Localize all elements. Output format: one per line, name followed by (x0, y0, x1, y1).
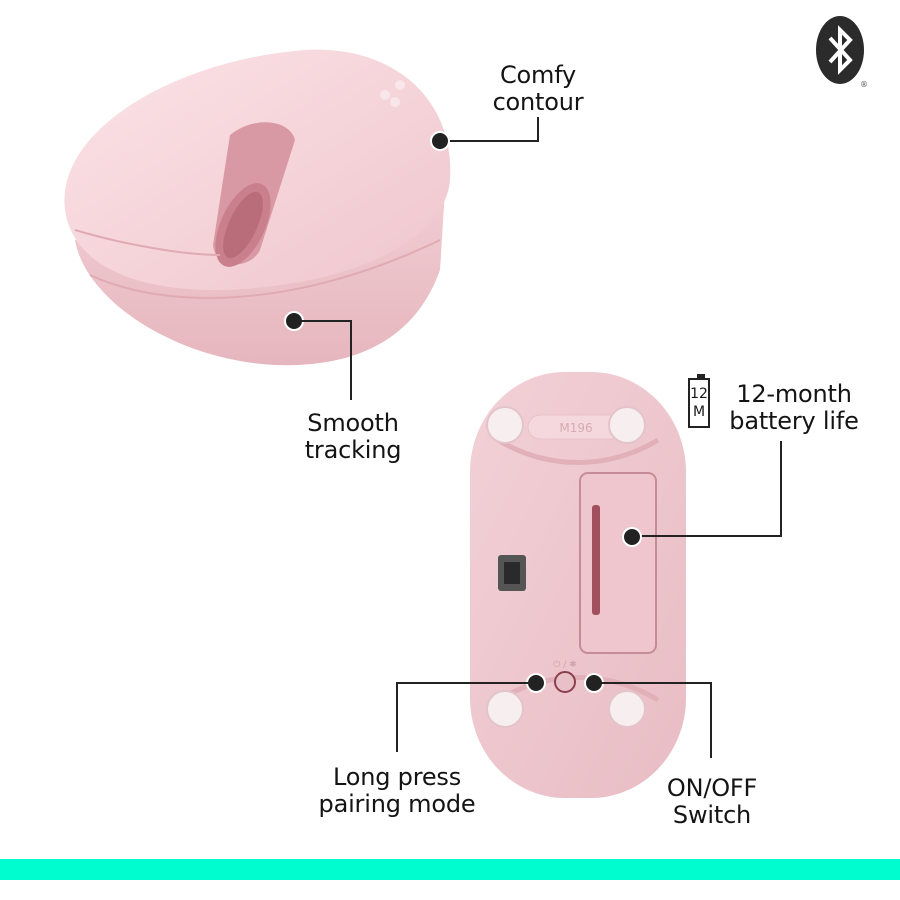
leader-line-pairing-v (396, 682, 398, 752)
callout-pairing-line1: Long press (332, 763, 462, 791)
callout-battery-line1: 12-month (736, 380, 852, 408)
mouse-top-view (55, 40, 475, 380)
leader-line-pairing (396, 682, 528, 684)
callout-pairing-line2: pairing mode (318, 790, 476, 818)
callout-tracking-line1: Smooth (307, 409, 399, 437)
leader-line-battery (638, 535, 782, 537)
mouse-foot-bottom-left (486, 690, 524, 728)
mouse-foot-top-left (486, 406, 524, 444)
callout-tracking-line2: tracking (304, 436, 402, 464)
registered-mark: ® (860, 80, 868, 89)
leader-line-comfy-v (537, 117, 539, 142)
callout-pairing-mode: Long press pairing mode (307, 764, 487, 818)
leader-line-tracking-v (350, 320, 352, 400)
mouse-foot-top-right (608, 406, 646, 444)
callout-dot-comfy (430, 131, 450, 151)
leader-line-tracking (296, 320, 352, 322)
leader-line-switch (600, 682, 712, 684)
callout-battery-line2: battery life (729, 407, 859, 435)
callout-battery-life: 12-month battery life (724, 381, 864, 435)
callout-switch-line1: ON/OFF (666, 774, 758, 802)
battery-icon-unit: M (692, 404, 706, 420)
bluetooth-icon (816, 16, 864, 84)
callout-smooth-tracking: Smooth tracking (293, 410, 413, 464)
callout-dot-pairing (526, 673, 546, 693)
bluetooth-badge: ® (810, 10, 870, 92)
footer-accent-bar (0, 859, 900, 880)
callout-comfy-contour-line1: Comfy (499, 61, 577, 89)
leader-line-battery-v (780, 441, 782, 537)
svg-text:⏻ / ✱: ⏻ / ✱ (553, 659, 576, 670)
leader-line-comfy (441, 140, 539, 142)
model-marking: M196 (559, 421, 592, 435)
leader-line-switch-v (710, 682, 712, 758)
callout-switch-line2: Switch (672, 801, 752, 829)
callout-on-off-switch: ON/OFF Switch (652, 775, 772, 829)
battery-icon: 12 M (688, 374, 714, 432)
callout-comfy-contour: Comfy contour (478, 62, 598, 116)
battery-icon-months: 12 (690, 386, 708, 402)
mouse-foot-bottom-right (608, 690, 646, 728)
callout-dot-battery (622, 527, 642, 547)
callout-comfy-contour-line2: contour (492, 88, 584, 116)
